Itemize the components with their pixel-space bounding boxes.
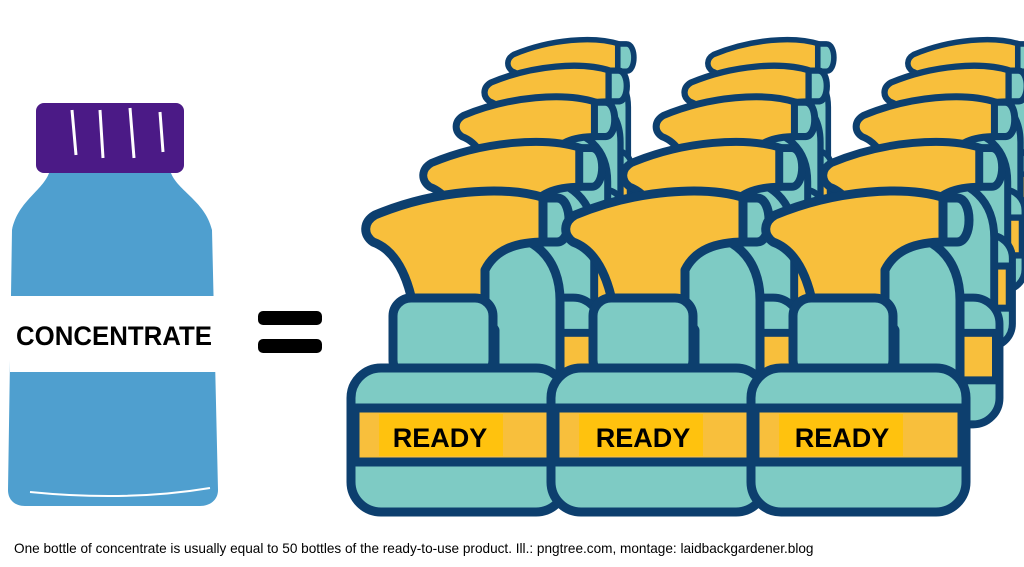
caption: One bottle of concentrate is usually equ… (14, 541, 814, 556)
ready-label-3: READY (795, 423, 890, 453)
concentrate-bottle: CONCENTRATE (8, 103, 218, 506)
concentrate-label (10, 296, 218, 372)
spray-bottle-r4-c0 (351, 191, 569, 512)
equals-sign (258, 311, 322, 353)
concentrate-label-text: CONCENTRATE (16, 321, 212, 351)
ready-label-2: READY (596, 423, 691, 453)
ready-label-1: READY (393, 423, 488, 453)
